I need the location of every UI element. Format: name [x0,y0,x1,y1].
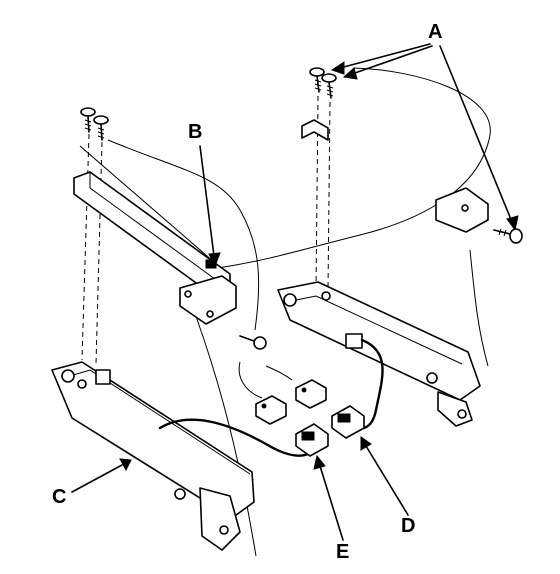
connector-loose-2 [255,395,287,425]
seat-outline-right-drop [469,249,489,367]
leader-b [199,145,221,268]
alignment-line-2 [327,101,331,291]
bolt-upper-1 [309,67,325,93]
wire-loose [238,361,293,399]
bolt-right [493,228,523,244]
alignment-line-4 [95,141,103,365]
seat-outline-left-drop [189,299,257,557]
bolt-left-1 [80,107,96,133]
bolt-left-2 [93,115,109,141]
connector-e [295,423,329,457]
seat-frame-bar [73,171,237,325]
seat-outline-curve [107,139,260,331]
leader-e [313,454,344,541]
callout-a: A [428,21,442,43]
callout-d: D [401,515,415,537]
upper-bracket [301,119,329,141]
wire-to-e [158,418,320,457]
callout-c: C [52,486,66,508]
leader-a-3 [439,45,519,232]
bolt-upper-2 [321,73,337,99]
left-seat-rail [51,361,255,551]
seat-outline-diagonal [79,145,215,263]
right-seat-rail [277,281,481,427]
leader-a-2 [342,45,433,80]
leader-c [71,458,132,493]
bolt-center [239,335,267,350]
connector-loose-1 [295,379,327,409]
callout-b: B [188,121,202,143]
alignment-line-3 [81,133,90,361]
wire-harness-loop [217,67,491,269]
leader-a-1 [330,43,431,75]
connector-d [331,405,365,439]
leader-d [360,436,409,516]
callout-e: E [336,541,349,563]
